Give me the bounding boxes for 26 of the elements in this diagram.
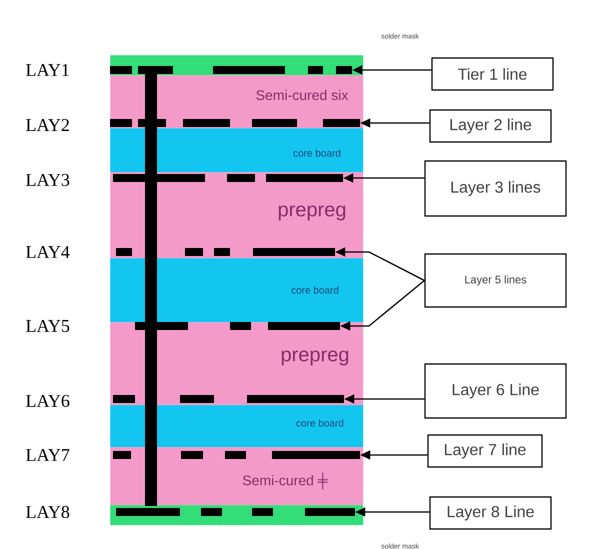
layer-label: LAY8 [26,506,70,518]
layer-label: LAY2 [26,119,69,131]
layer-label: LAY5 [26,320,70,332]
copper-trace [135,322,340,330]
callout-box: Layer 5 lines [424,253,567,308]
callout-box: Layer 2 line [429,109,552,143]
layer-label: LAY1 [26,64,69,76]
callout-box: Layer 3 lines [424,160,567,217]
copper-trace [113,451,360,459]
layer-label: LAY4 [26,246,70,258]
callout-box: Layer 6 Line [424,363,567,419]
copper-trace [116,248,335,256]
copper-trace [110,119,360,127]
copper-trace [116,508,355,516]
copper-trace [113,394,344,403]
callout-box: Tier 1 line [431,57,554,91]
core-board-band: core board [110,258,364,322]
callout-box: Layer 8 Line [429,496,552,530]
copper-trace [110,66,352,74]
layer-label: LAY6 [26,394,70,408]
copper-trace [113,174,343,182]
callout-box: Layer 7 line [427,434,543,468]
core-board-band: core board [110,128,364,172]
core-board-band: core board [110,405,364,448]
layer-label: LAY3 [26,174,70,186]
layer-label: LAY7 [26,449,70,461]
